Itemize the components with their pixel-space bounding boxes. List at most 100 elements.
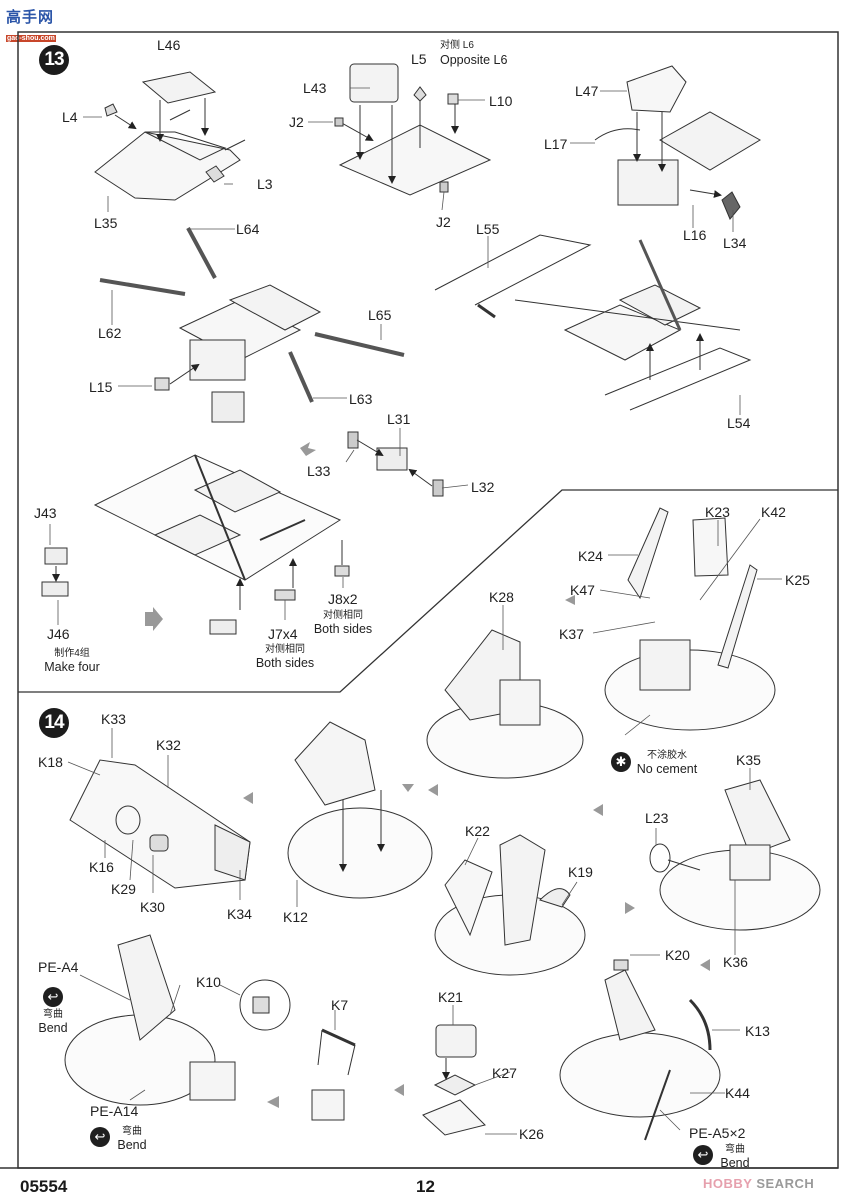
part-strut-assembly <box>99 227 405 423</box>
step-divider <box>18 489 838 693</box>
note-no-cement-en: No cement <box>636 761 698 776</box>
part-label-L47: L47 <box>575 83 599 99</box>
note-bend-cn: 弯曲 <box>725 1144 745 1155</box>
part-K12-base <box>287 721 433 899</box>
hobby-search-watermark: HOBBY SEARCH <box>703 1176 814 1191</box>
part-label-J8x2: J8x2 <box>328 591 358 607</box>
site-logo-watermark: 高手网 gao-shou.com <box>6 6 66 42</box>
part-label-L23: L23 <box>645 810 669 826</box>
part-label-L15: L15 <box>89 379 113 395</box>
kit-code: 05554 <box>20 1177 68 1196</box>
part-label-PE-A14: PE-A14 <box>90 1103 139 1119</box>
part-label-L10: L10 <box>489 93 513 109</box>
part-L47-assembly <box>594 65 761 220</box>
part-label-K33: K33 <box>101 711 126 727</box>
part-label-K23: K23 <box>705 504 730 520</box>
part-label-K21: K21 <box>438 989 463 1005</box>
note-no-cement: 不涂胶水 No cement <box>636 750 698 776</box>
part-K7-assembly <box>311 1028 356 1121</box>
part-label-K18: K18 <box>38 754 63 770</box>
bend-icon: ↩ <box>43 987 63 1007</box>
no-cement-icon: ✱ <box>611 752 631 772</box>
part-label-L54: L54 <box>727 415 751 431</box>
note-make-four: 制作4组 Make four <box>40 648 104 674</box>
part-label-K29: K29 <box>111 881 136 897</box>
part-label-L17: L17 <box>544 136 568 152</box>
watermark-hobby: HOBBY <box>703 1176 753 1191</box>
note-bend-en: Bend <box>720 1155 750 1170</box>
note-bend-pe-a5: 弯曲 Bend <box>718 1144 752 1170</box>
part-label-J43: J43 <box>34 505 57 521</box>
part-label-L46: L46 <box>157 37 181 53</box>
part-label-L32: L32 <box>471 479 495 495</box>
part-label-K7: K7 <box>331 997 349 1013</box>
part-label-K22: K22 <box>465 823 490 839</box>
part-label-K16: K16 <box>89 859 114 875</box>
part-label-L33: L33 <box>307 463 331 479</box>
part-K22-K19-assembly <box>434 834 586 976</box>
part-label-L35: L35 <box>94 215 118 231</box>
part-label-PE-A5x2: PE-A5×2 <box>689 1125 746 1141</box>
part-label-J46: J46 <box>47 626 70 642</box>
part-label-K47: K47 <box>570 582 595 598</box>
part-label-L43: L43 <box>303 80 327 96</box>
note-bend-cn: 弯曲 <box>43 1009 63 1020</box>
part-K10-assembly <box>64 934 291 1106</box>
note-bend-en: Bend <box>38 1020 68 1035</box>
note-make-four-en: Make four <box>44 659 100 674</box>
part-label-K30: K30 <box>140 899 165 915</box>
part-chassis-frame <box>41 431 444 635</box>
note-both-sides-en: Both sides <box>255 655 315 670</box>
part-label-J7x4: J7x4 <box>268 626 298 642</box>
part-label-K28: K28 <box>489 589 514 605</box>
note-bend-pe-a4: 弯曲 Bend <box>36 1009 70 1035</box>
part-L35-cradle <box>94 71 246 201</box>
part-K24-K25-assembly <box>604 507 776 731</box>
page-number: 12 <box>416 1177 435 1196</box>
part-label-K35: K35 <box>736 752 761 768</box>
part-label-K12: K12 <box>283 909 308 925</box>
part-label-L64: L64 <box>236 221 260 237</box>
note-make-four-cn: 制作4组 <box>54 648 90 659</box>
part-label-K19: K19 <box>568 864 593 880</box>
part-K28-turret <box>426 629 584 779</box>
part-label-L65: L65 <box>368 307 392 323</box>
part-L43-frame <box>334 63 492 196</box>
part-label-J2-lower: J2 <box>436 214 451 230</box>
part-label-K32: K32 <box>156 737 181 753</box>
note-opposite-l6-cn: 对侧 L6 <box>440 40 474 51</box>
part-label-L62: L62 <box>98 325 122 341</box>
part-label-PE-A4: PE-A4 <box>38 959 79 975</box>
part-L55-L54-frames <box>434 234 752 411</box>
part-label-K27: K27 <box>492 1065 517 1081</box>
part-label-L5: L5 <box>411 51 427 67</box>
part-label-L34: L34 <box>723 235 747 251</box>
part-K34-housing <box>69 759 251 889</box>
step-13-badge: 13 <box>39 45 69 75</box>
part-label-K36: K36 <box>723 954 748 970</box>
part-label-L63: L63 <box>349 391 373 407</box>
part-label-K24: K24 <box>578 548 603 564</box>
part-label-K37: K37 <box>559 626 584 642</box>
step-14-badge: 14 <box>39 708 69 738</box>
watermark-search: SEARCH <box>756 1176 815 1191</box>
bend-icon: ↩ <box>90 1127 110 1147</box>
note-bend-pe-a14: 弯曲 Bend <box>115 1126 149 1152</box>
part-label-K26: K26 <box>519 1126 544 1142</box>
note-both-sides-cn: 对侧相同 <box>265 644 305 655</box>
part-label-K44: K44 <box>725 1085 750 1101</box>
note-no-cement-cn: 不涂胶水 <box>647 750 687 761</box>
part-label-K20: K20 <box>665 947 690 963</box>
note-both-sides-cn: 对侧相同 <box>323 610 363 621</box>
part-label-J2-upper: J2 <box>289 114 304 130</box>
note-bend-en: Bend <box>117 1137 147 1152</box>
part-label-L31: L31 <box>387 411 411 427</box>
part-K21-K26-assembly <box>422 1024 486 1136</box>
note-both-sides-j8: 对侧相同 Both sides <box>310 610 376 636</box>
part-label-K10: K10 <box>196 974 221 990</box>
part-label-K42: K42 <box>761 504 786 520</box>
note-both-sides-j7: 对侧相同 Both sides <box>252 644 318 670</box>
part-label-L4: L4 <box>62 109 78 125</box>
logo-url: gao-shou.com <box>6 35 56 42</box>
